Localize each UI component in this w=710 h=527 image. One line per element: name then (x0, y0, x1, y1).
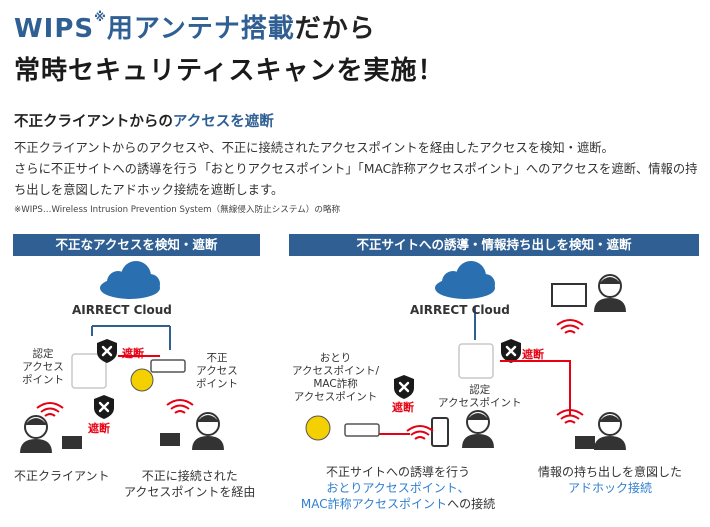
left-person-icon-1 (19, 415, 53, 454)
headline-dakara: だから (294, 14, 376, 44)
headline-wips: WIPS (14, 14, 95, 44)
body-line2: さらに不正サイトへの誘導を行う「おとりアクセスポイント」「MAC詐称アクセスポイ… (14, 162, 698, 197)
left-block-label-2: 遮断 (88, 422, 110, 435)
left-laptop-icon-1 (62, 436, 82, 449)
body-line1: 不正クライアントからのアクセスや、不正に接続されたアクセスポイントを経由したアク… (14, 141, 614, 155)
right-panel-band: 不正サイトへの誘導・情報持ち出しを検知・遮断 (289, 234, 699, 256)
left-client-caption: 不正クライアント (14, 469, 110, 483)
right-block-label-1: 遮断 (522, 348, 544, 361)
right-decoy-ap-icon (344, 423, 380, 437)
left-cloud-link (91, 326, 171, 350)
left-shield-icon-2 (92, 393, 116, 421)
left-certified-ap-icon (71, 353, 107, 389)
footnote: ※WIPS…Wireless Intrusion Prevention Syst… (14, 205, 341, 215)
left-via-caption: 不正に接続された アクセスポイントを経由 (124, 469, 256, 499)
section-subheading: 不正クライアントからのアクセスを遮断 (14, 110, 274, 131)
right-wave-icon-2 (556, 319, 584, 334)
right-person-icon-1 (461, 410, 495, 449)
left-person-icon-2 (191, 412, 225, 451)
right-shield-icon-1 (499, 337, 523, 365)
right-cloud-icon (435, 261, 495, 299)
left-wave-icon-1 (36, 402, 64, 417)
left-cloud-label: AIRRECT Cloud (72, 303, 172, 317)
right-laptop-icon-2 (575, 436, 595, 449)
right-wave-icon-1 (406, 425, 434, 440)
right-block-line (500, 360, 571, 416)
body-text: 不正クライアントからのアクセスや、不正に接続されたアクセスポイントを経由したアク… (14, 138, 704, 201)
right-cloud-label: AIRRECT Cloud (410, 303, 510, 317)
headline-line2: 常時セキュリティスキャンを実施！ (14, 56, 445, 86)
left-rogue-ap-label: 不正 アクセス ポイント (196, 352, 238, 390)
left-block-label-1: 遮断 (122, 347, 144, 360)
right-certified-ap-label: 認定 アクセスポイント (438, 384, 522, 409)
right-person-icon-3 (593, 412, 627, 451)
left-rogue-ap-icon (150, 359, 186, 373)
left-panel-band: 不正なアクセスを検知・遮断 (13, 234, 260, 256)
left-virus-icon (130, 368, 154, 392)
subheading-part1: 不正クライアントからの (14, 114, 173, 130)
headline-antenna: 用アンテナ搭載 (106, 14, 295, 44)
headline-line1: WIPS※用アンテナ搭載だから (14, 8, 376, 45)
right-shield-icon-2 (392, 373, 416, 401)
right-decoy-caption: 不正サイトへの誘導を行う おとりアクセスポイント、 MAC詐称アクセスポイントへ… (300, 465, 496, 511)
right-certified-ap-icon (458, 343, 494, 379)
diagram-graphics (19, 261, 627, 454)
subheading-part2: アクセスを遮断 (172, 114, 274, 130)
left-cloud-icon (100, 261, 160, 299)
headline-footnote-mark: ※ (94, 10, 107, 24)
right-virus-icon (305, 415, 331, 441)
left-certified-ap-label: 認定 アクセス ポイント (22, 348, 64, 386)
right-adhoc-caption: 情報の持ち出しを意図した アドホック接続 (537, 465, 682, 495)
right-phone-icon (431, 417, 449, 447)
left-wave-icon-2 (166, 399, 194, 414)
right-person-icon-2 (593, 274, 627, 313)
right-decoy-ap-label: おとり アクセスポイント/ MAC詐称 アクセスポイント (292, 352, 380, 403)
left-laptop-icon-2 (160, 433, 180, 446)
right-laptop-icon (551, 283, 587, 307)
right-block-label-2: 遮断 (392, 401, 414, 414)
